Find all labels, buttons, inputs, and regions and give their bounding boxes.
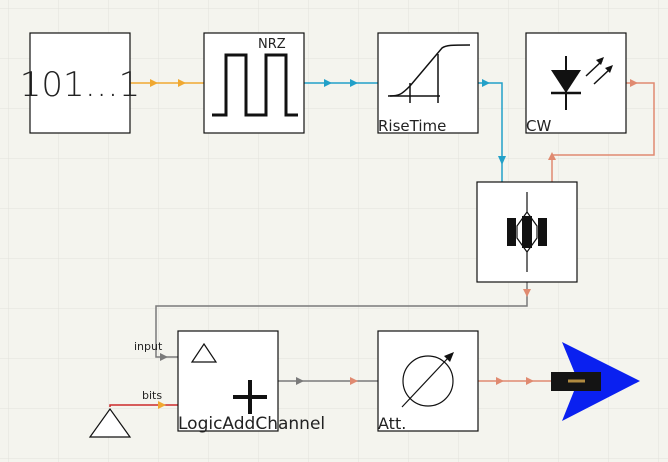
nrz-waveform-icon: [212, 53, 298, 117]
plus-icon: [233, 380, 267, 414]
att-label: Att.: [378, 414, 406, 433]
wire-modulator-to-logicadd-input[interactable]: [155, 282, 531, 361]
attenuator-block[interactable]: Att.: [377, 330, 479, 433]
bit-source-block[interactable]: 101…1: [20, 32, 141, 134]
attenuator-icon: [401, 352, 454, 408]
wire-att-to-output[interactable]: [478, 377, 560, 385]
risetime-label: RiseTime: [378, 117, 446, 135]
port-bits-label: bits: [142, 389, 162, 402]
modulator-icon: [507, 192, 547, 272]
cw-laser-block[interactable]: CW: [525, 32, 627, 135]
modulator-block[interactable]: [476, 181, 578, 283]
wire-bits-to-logicadd[interactable]: [109, 401, 178, 409]
nrz-label: NRZ: [258, 37, 286, 52]
wire-risetime-to-modulator[interactable]: [478, 79, 506, 182]
nrz-block[interactable]: NRZ: [203, 32, 305, 134]
wire-cw-to-modulator[interactable]: [548, 79, 655, 182]
wire-nrz-to-risetime[interactable]: [304, 79, 378, 87]
logicadd-block[interactable]: LogicAddChannel: [177, 330, 325, 434]
cw-label: CW: [526, 117, 551, 135]
port-input-label: input: [134, 340, 163, 353]
logicadd-label: LogicAddChannel: [178, 414, 325, 434]
bit-source-text: 101…1: [20, 65, 141, 105]
triangle-icon: [190, 342, 218, 363]
risetime-curve-icon: [387, 44, 471, 103]
laser-diode-icon: [551, 56, 613, 110]
wire-logicadd-to-att[interactable]: [278, 377, 378, 385]
output-arrow-icon[interactable]: [551, 342, 640, 421]
wire-source-to-nrz[interactable]: [130, 79, 204, 87]
ground-triangle-icon: [88, 407, 132, 438]
risetime-block[interactable]: RiseTime: [377, 32, 479, 135]
